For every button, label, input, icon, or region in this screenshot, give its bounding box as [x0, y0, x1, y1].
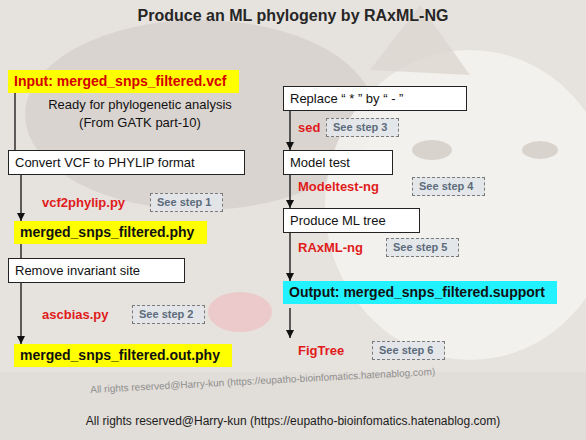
copyright-footer: All rights reserved@Harry-kun (https://e…: [0, 414, 586, 428]
node-text: Input: merged_snps_filtered.vcf: [14, 73, 226, 90]
diagram-title: Produce an ML phylogeny by RAxML-NG: [0, 7, 586, 25]
flow-arrow: [20, 244, 21, 258]
note-text: Ready for phylogenetic analysis (From GA…: [30, 96, 250, 132]
process-box: Remove invariant site: [8, 258, 185, 283]
node-text: See step 5: [393, 241, 447, 254]
node-text: See step 1: [157, 196, 211, 209]
node-text: Convert VCF to PHYLIP format: [15, 155, 195, 170]
tool-name: FigTree: [298, 343, 344, 358]
process-box: Produce ML tree: [283, 208, 420, 233]
step-reference-box: See step 6: [372, 341, 445, 360]
cat-eye: [412, 140, 452, 160]
step-reference-box: See step 1: [150, 193, 223, 212]
tool-name: ascbias.py: [42, 307, 109, 322]
node-text: See step 3: [333, 121, 387, 134]
cat-tongue: [208, 292, 272, 332]
process-box: Replace “ * ” by “ - ”: [283, 86, 467, 111]
flow-arrow: [14, 93, 15, 150]
watermark: All rights reserved@Harry-kun (https://e…: [90, 366, 435, 395]
flow-arrow: [20, 175, 21, 221]
tool-name: vcf2phylip.py: [42, 195, 125, 210]
tool-name: Modeltest-ng: [298, 179, 379, 194]
tool-name: sed: [298, 120, 320, 135]
node-text: See step 2: [139, 308, 193, 321]
file-highlight: Input: merged_snps_filtered.vcf: [8, 70, 239, 93]
cat-eye: [522, 141, 558, 159]
step-reference-box: See step 5: [386, 238, 459, 257]
flow-arrow: [289, 111, 290, 150]
output-highlight: Output: merged_snps_filtered.support: [283, 281, 557, 304]
file-highlight: merged_snps_filtered.out.phy: [14, 344, 232, 367]
node-text: Model test: [290, 155, 350, 170]
step-reference-box: See step 2: [132, 305, 205, 324]
file-highlight: merged_snps_filtered.phy: [14, 221, 207, 244]
flow-arrow: [20, 283, 21, 344]
node-text: Produce ML tree: [290, 213, 386, 228]
process-box: Convert VCF to PHYLIP format: [8, 150, 245, 175]
process-box: Model test: [283, 150, 393, 175]
node-text: merged_snps_filtered.phy: [20, 224, 194, 241]
flow-arrow: [289, 233, 290, 281]
node-text: merged_snps_filtered.out.phy: [20, 347, 220, 364]
flow-arrow: [289, 175, 290, 208]
node-text: Remove invariant site: [15, 263, 140, 278]
node-text: Output: merged_snps_filtered.support: [289, 284, 545, 301]
node-text: See step 6: [379, 344, 433, 357]
flow-arrow: [289, 308, 290, 338]
node-text: Replace “ * ” by “ - ”: [290, 91, 403, 106]
step-reference-box: See step 4: [412, 177, 485, 196]
node-text: See step 4: [419, 180, 473, 193]
tool-name: RAxML-ng: [298, 240, 363, 255]
step-reference-box: See step 3: [326, 118, 399, 137]
